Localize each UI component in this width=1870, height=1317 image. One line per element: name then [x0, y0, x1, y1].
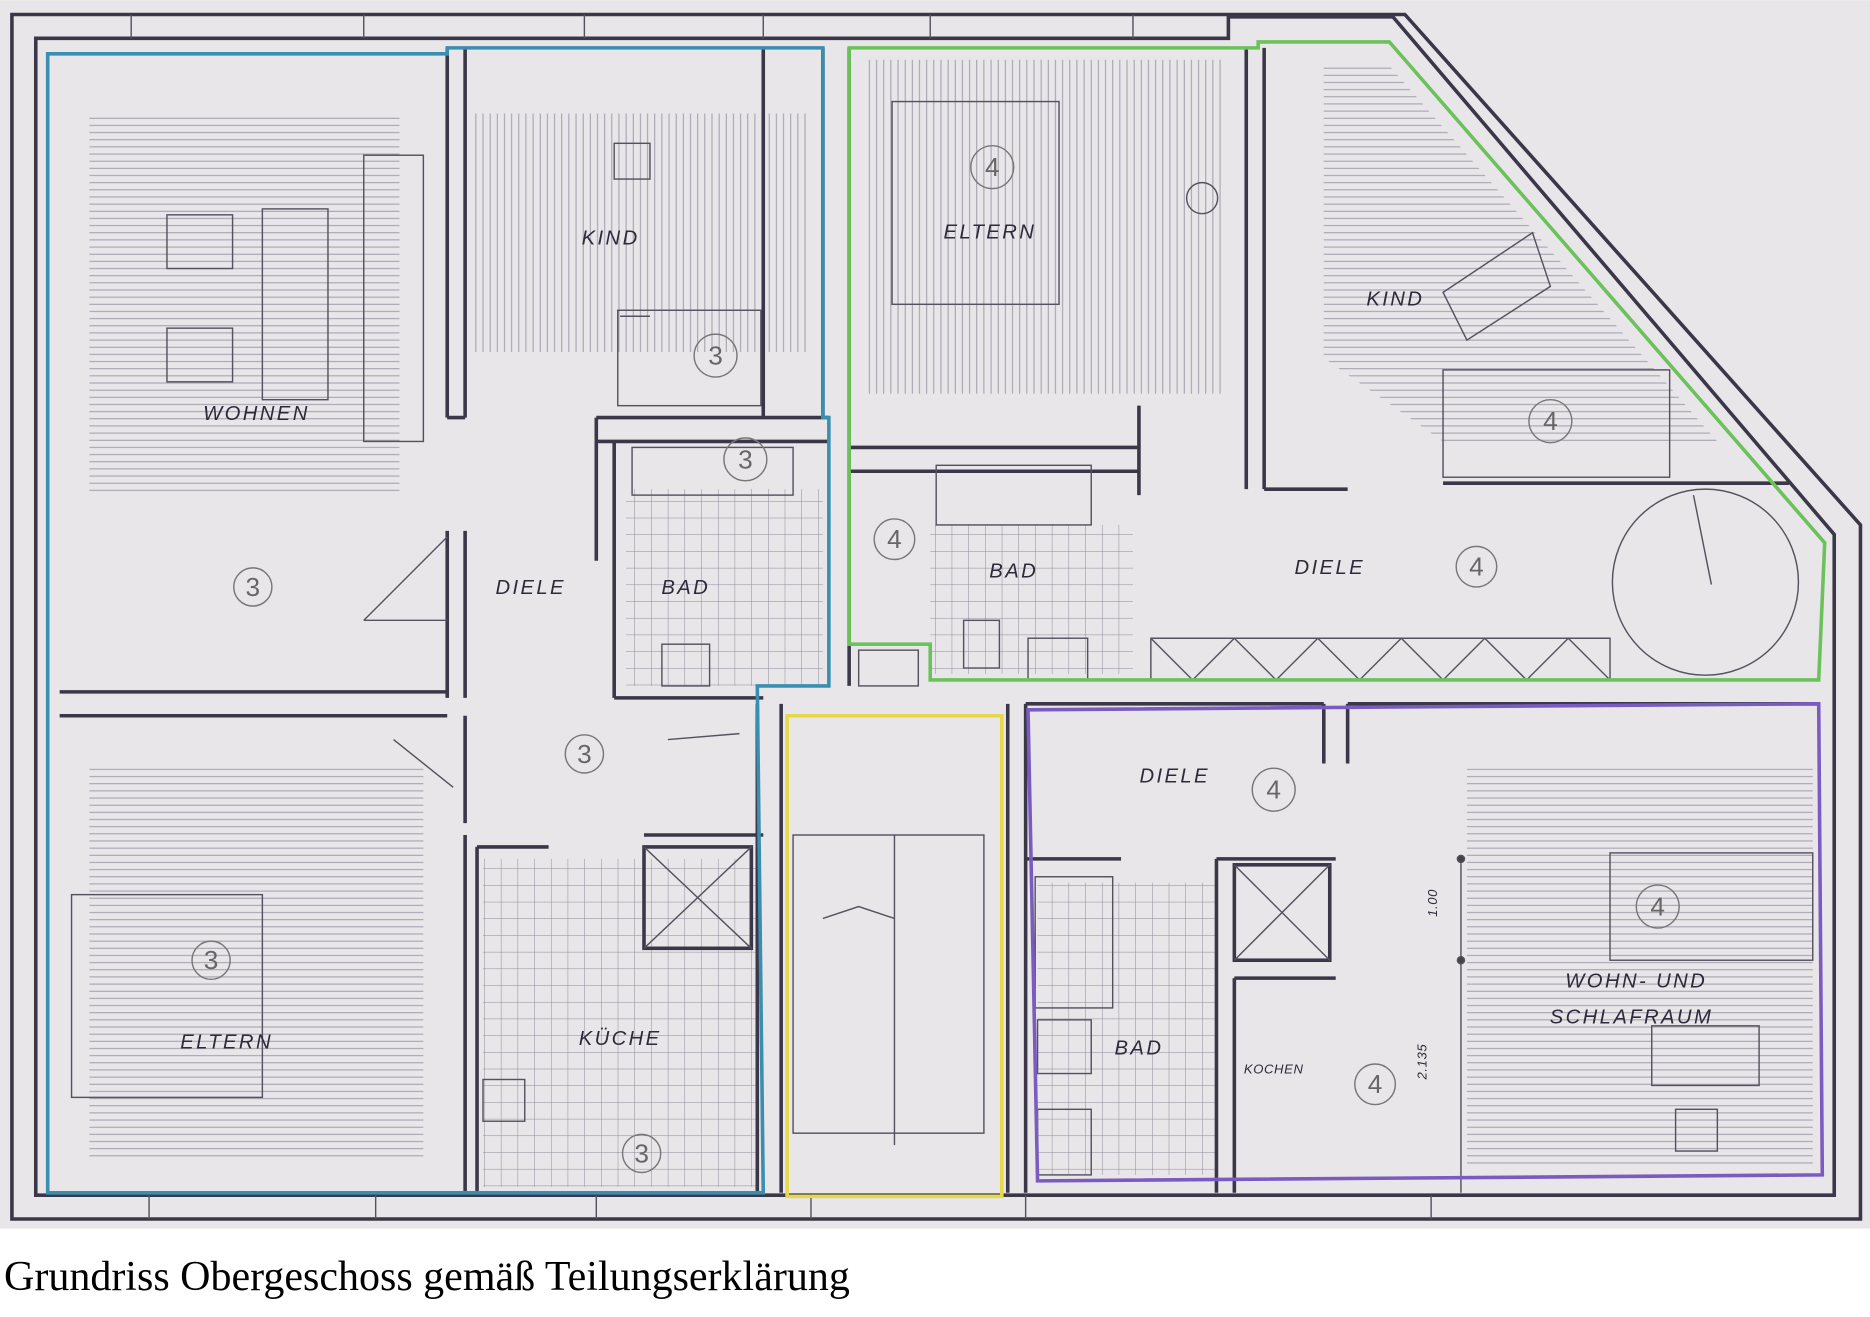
- svg-text:4: 4: [887, 524, 902, 554]
- svg-text:4: 4: [1266, 775, 1281, 805]
- unit-3-outline: [45, 46, 831, 1195]
- dimension-label: 1.00: [1425, 889, 1440, 917]
- svg-text:3: 3: [738, 444, 753, 474]
- staircase-outline: [785, 713, 1004, 1199]
- unit-number-4: 4: [1354, 1063, 1397, 1106]
- room-label-kochen: KOCHEN: [1244, 1062, 1304, 1077]
- room-label-wohnen: WOHNEN: [203, 403, 310, 425]
- unit-number-3: 3: [693, 333, 738, 378]
- room-label-kind: KIND: [1366, 288, 1424, 310]
- unit-number-3: 3: [564, 734, 605, 774]
- room-label-kind: KIND: [582, 228, 640, 250]
- unit-number-4: 4: [1455, 545, 1498, 588]
- unit-number-3: 3: [233, 567, 273, 607]
- svg-text:3: 3: [577, 739, 592, 769]
- unit-numbers: 3 3 3 3 3 3 4 4 4 4 4 4 4: [191, 144, 1680, 1174]
- svg-text:4: 4: [1469, 552, 1484, 582]
- room-label-diele: DIELE: [1139, 766, 1210, 788]
- figure-caption: Grundriss Obergeschoss gemäß Teilungserk…: [4, 1254, 850, 1300]
- unit-number-4: 4: [1635, 884, 1680, 929]
- room-label-eltern: ELTERN: [943, 222, 1036, 244]
- room-label-bad: BAD: [661, 577, 710, 599]
- outer-walls: [10, 12, 1863, 1221]
- dimension-label: 2.135: [1414, 1044, 1429, 1081]
- svg-text:3: 3: [708, 341, 723, 371]
- unit-number-4: 4: [970, 144, 1015, 190]
- room-label-bad: BAD: [989, 560, 1038, 582]
- room-label-wohn-und: WOHN- UND: [1565, 971, 1707, 993]
- svg-text:3: 3: [204, 945, 219, 975]
- unit-number-3: 3: [723, 437, 768, 482]
- svg-text:4: 4: [985, 152, 1000, 182]
- room-label-diele: DIELE: [495, 577, 565, 599]
- room-label-bad: BAD: [1115, 1037, 1164, 1059]
- svg-text:4: 4: [1368, 1069, 1383, 1099]
- furniture: [70, 100, 1814, 1193]
- room-label-kueche: KÜCHE: [579, 1028, 662, 1050]
- unit-4-bottom-outline: [1026, 702, 1825, 1183]
- room-label-diele: DIELE: [1295, 557, 1366, 579]
- unit-number-4: 4: [1251, 767, 1296, 812]
- unit-4-top-outline: [847, 40, 1827, 682]
- svg-text:4: 4: [1650, 892, 1665, 922]
- unit-number-3: 3: [621, 1133, 662, 1174]
- room-label-eltern: ELTERN: [180, 1031, 273, 1053]
- svg-text:3: 3: [634, 1138, 649, 1168]
- unit-number-3: 3: [191, 940, 231, 981]
- room-label-schlafraum: SCHLAFRAUM: [1550, 1006, 1713, 1028]
- svg-text:4: 4: [1543, 406, 1558, 436]
- unit-number-4: 4: [873, 518, 916, 561]
- room-labels: WOHNEN KIND ELTERN KIND DIELE BAD BAD DI…: [180, 222, 1713, 1077]
- svg-text:3: 3: [246, 572, 261, 602]
- unit-number-4: 4: [1528, 398, 1573, 444]
